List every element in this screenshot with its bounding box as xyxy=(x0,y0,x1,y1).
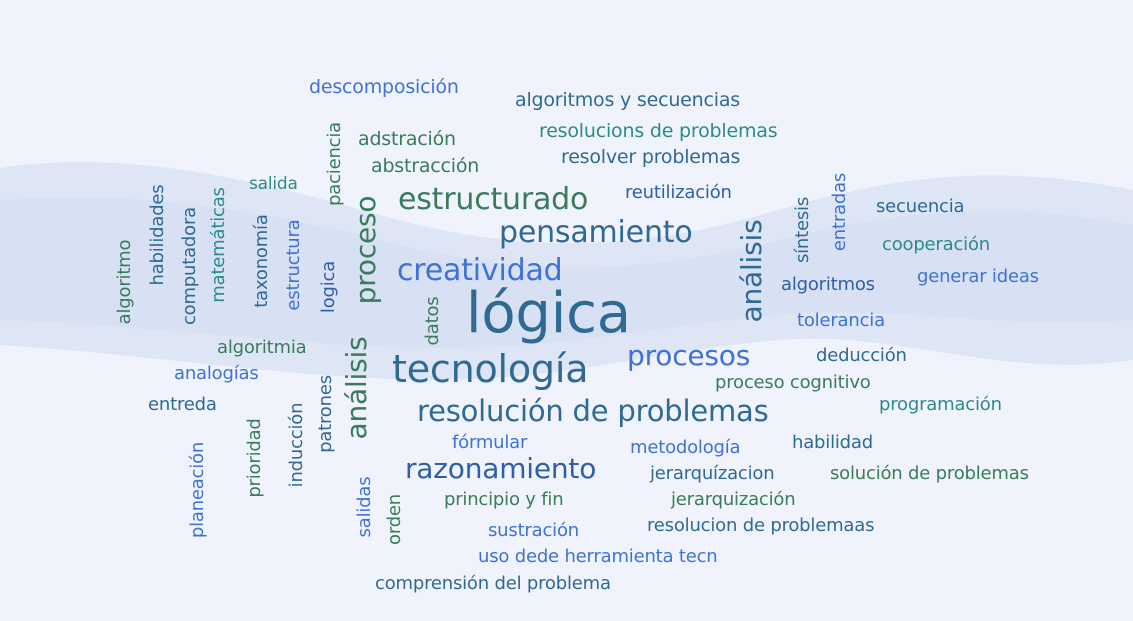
word: habilidades xyxy=(147,184,168,286)
word: habilidad xyxy=(792,432,873,453)
word: tecnología xyxy=(392,347,589,391)
word: análisis xyxy=(340,336,373,440)
word: principio y fin xyxy=(444,489,564,510)
word: salidas xyxy=(354,476,375,538)
word: datos xyxy=(422,296,443,346)
word: procesos xyxy=(627,339,751,372)
word: comprensión del problema xyxy=(375,573,611,594)
word: computadora xyxy=(179,206,200,326)
word: creatividad xyxy=(397,253,563,288)
word: síntesis xyxy=(792,196,813,264)
word: estructurado xyxy=(398,182,589,217)
word: generar ideas xyxy=(917,266,1039,287)
word: logica xyxy=(318,260,339,314)
word: razonamiento xyxy=(405,452,597,485)
word: cooperación xyxy=(882,234,990,255)
word: resolver problemas xyxy=(561,146,741,168)
word: descomposición xyxy=(309,76,459,98)
word: entreda xyxy=(148,394,217,415)
word: jerarquización xyxy=(671,489,796,510)
word: abstracción xyxy=(371,155,480,177)
word: paciencia xyxy=(324,122,345,206)
word: pensamiento xyxy=(499,215,693,250)
word: deducción xyxy=(816,345,907,366)
word: estructura xyxy=(283,219,304,311)
word: análisis xyxy=(735,219,768,323)
word: lógica xyxy=(466,281,631,346)
word: proceso cognitivo xyxy=(715,372,871,393)
word: orden xyxy=(384,493,405,545)
word: resolucions de problemas xyxy=(539,120,778,142)
word: reutilización xyxy=(625,182,732,203)
word: algoritmia xyxy=(217,337,307,358)
word: secuencia xyxy=(876,196,965,217)
word: matemáticas xyxy=(208,187,229,303)
word: solución de problemas xyxy=(830,463,1029,484)
word: adstración xyxy=(358,128,456,150)
word: salida xyxy=(249,174,298,194)
word: jerarquízacion xyxy=(650,463,775,484)
word: analogías xyxy=(174,363,259,384)
word: programación xyxy=(879,394,1002,415)
word: sustración xyxy=(488,520,579,541)
word: entradas xyxy=(829,172,850,252)
word: prioridad xyxy=(244,418,265,498)
word: tolerancia xyxy=(797,310,885,331)
word: metodología xyxy=(630,437,741,458)
word: algoritmos xyxy=(781,274,875,295)
word: algoritmos y secuencias xyxy=(515,89,740,111)
word: planeación xyxy=(187,441,208,539)
word: patrones xyxy=(315,375,336,453)
word: proceso xyxy=(349,195,382,305)
word: algoritmo xyxy=(114,239,135,325)
word: uso dede herramienta tecn xyxy=(478,546,718,567)
word: fórmular xyxy=(452,432,528,453)
word: resolución de problemas xyxy=(417,394,769,428)
word: resolucion de problemaas xyxy=(647,515,875,536)
word: taxonomía xyxy=(251,214,272,308)
word: inducción xyxy=(286,402,307,488)
